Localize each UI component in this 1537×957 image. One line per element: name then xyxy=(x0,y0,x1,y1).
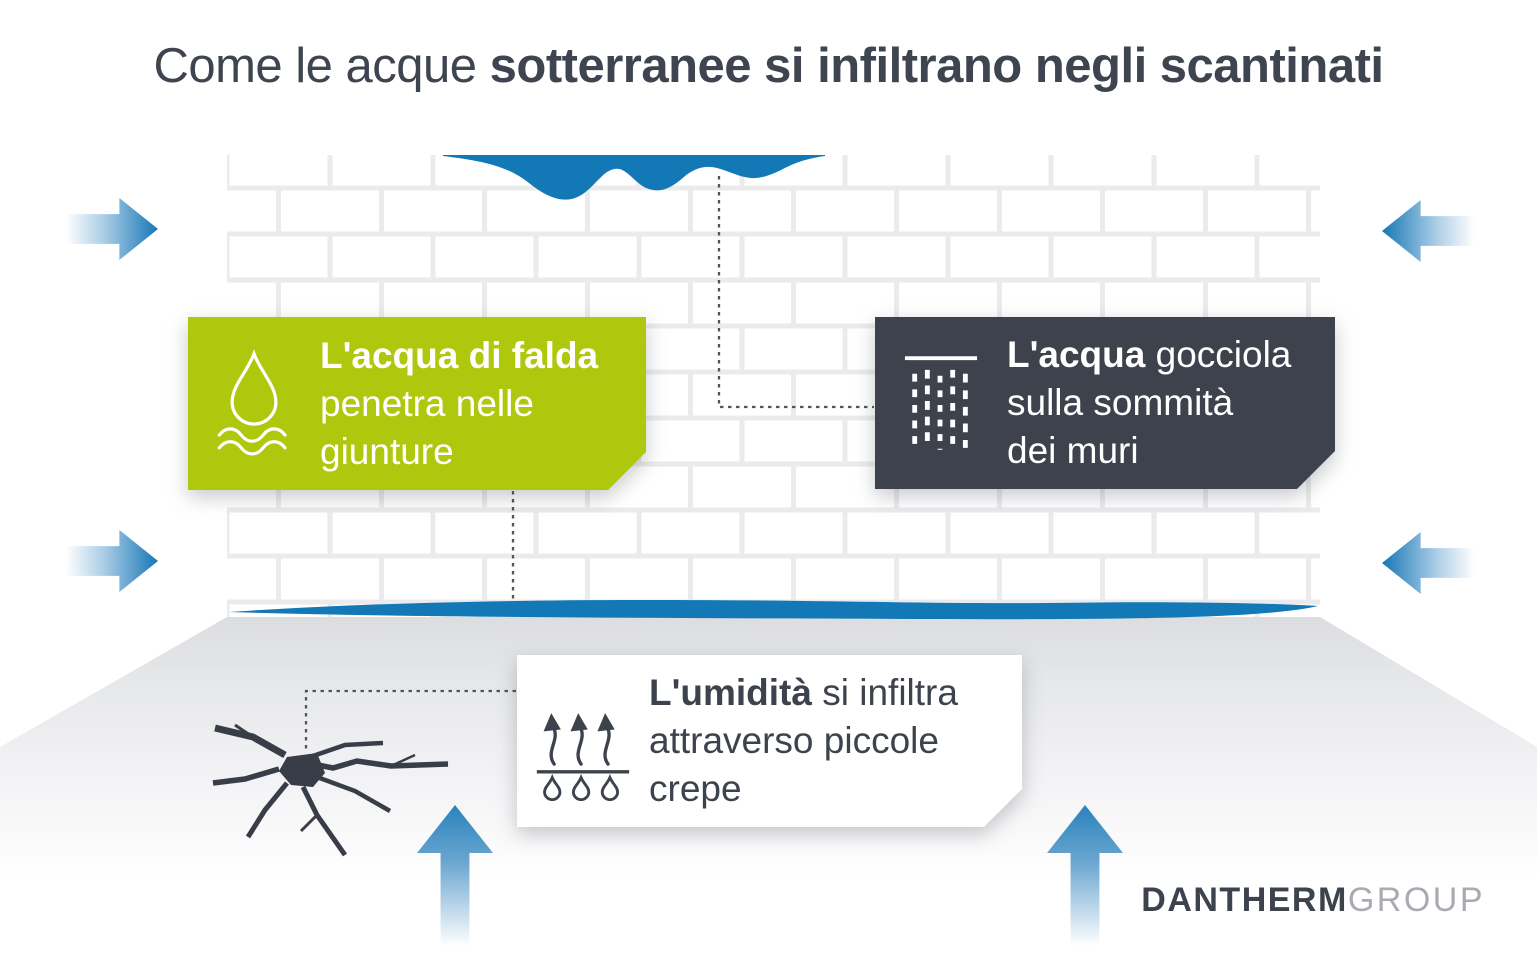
water-line-floor xyxy=(229,600,1318,620)
pressure-arrow-left-top xyxy=(66,198,158,260)
pressure-arrow-right-bottom xyxy=(1382,532,1474,594)
callout-humidity-rest: si infiltra xyxy=(811,672,958,713)
callout-groundwater-text: L'acqua di falda penetra nelle giunture xyxy=(320,332,598,476)
page-title: Come le acque sotterranee si infiltrano … xyxy=(0,38,1537,94)
title-bold: sotterranee si infiltrano negli scantina… xyxy=(489,39,1384,93)
callout-humidity-text: L'umidità si infiltra attraverso piccole… xyxy=(649,669,958,813)
pressure-arrow-right-top xyxy=(1382,200,1474,262)
water-band xyxy=(229,600,1318,620)
callout-groundwater-body: L'acqua di falda penetra nelle giunture xyxy=(188,317,646,490)
callout-wall-top-text: L'acqua gocciola sulla sommità dei muri xyxy=(1007,331,1291,475)
callout-line: L'umidità si infiltra xyxy=(649,669,958,717)
water-seepage-top xyxy=(443,155,825,200)
crack-center xyxy=(279,753,325,787)
callout-wall-top-bold: L'acqua xyxy=(1007,334,1146,375)
logo-group: GROUP xyxy=(1347,881,1485,919)
callout-line: L'acqua gocciola xyxy=(1007,331,1291,379)
callout-groundwater: L'acqua di falda penetra nelle giunture xyxy=(188,317,646,490)
title-regular: Come le acque xyxy=(153,39,490,93)
callout-line: giunture xyxy=(320,430,454,472)
pressure-arrow-left-bottom xyxy=(66,530,158,592)
callout-line: penetra nelle xyxy=(320,382,534,424)
callout-line: L'acqua di falda xyxy=(320,332,598,380)
callout-humidity: L'umidità si infiltra attraverso piccole… xyxy=(517,655,1022,827)
callout-humidity-body: L'umidità si infiltra attraverso piccole… xyxy=(517,655,1022,827)
evaporation-drops-icon xyxy=(517,681,649,801)
callout-wall-top: L'acqua gocciola sulla sommità dei muri xyxy=(875,317,1335,489)
callout-line: dei muri xyxy=(1007,430,1139,471)
callout-line: crepe xyxy=(649,768,742,809)
callout-wall-top-rest: gocciola xyxy=(1145,334,1292,375)
floor-crack-graphic xyxy=(212,723,449,857)
callout-line: sulla sommità xyxy=(1007,382,1234,423)
callout-groundwater-bold: L'acqua di falda xyxy=(320,334,599,376)
logo-dantherm: DANTHERM xyxy=(1141,881,1348,919)
dripping-water-icon xyxy=(875,352,1007,454)
callout-wall-top-body: L'acqua gocciola sulla sommità dei muri xyxy=(875,317,1335,489)
water-drop-waves-icon xyxy=(188,348,320,460)
dantherm-group-logo: DANTHERMGROUP xyxy=(1141,881,1485,920)
callout-humidity-bold: L'umidità xyxy=(649,672,812,713)
callout-line: attraverso piccole xyxy=(649,720,939,761)
